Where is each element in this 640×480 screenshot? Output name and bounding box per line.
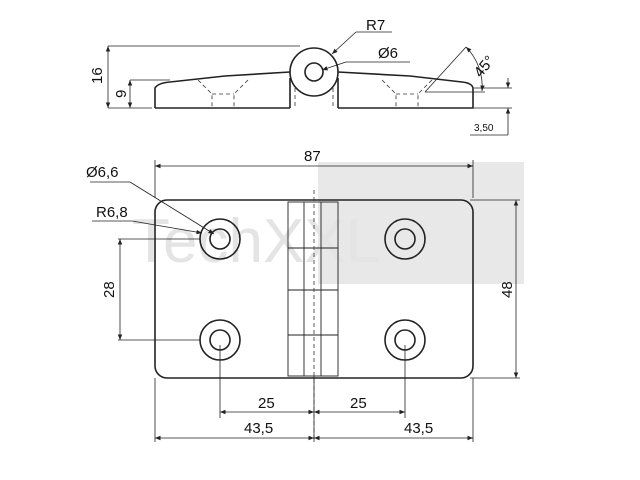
- side-hidden-knuckle: [294, 88, 334, 108]
- hole-top-right: [384, 218, 426, 260]
- side-countersink-left: [197, 79, 249, 108]
- dim-label-pin: Ø6: [378, 45, 398, 62]
- dim-label-87: 87: [304, 148, 321, 165]
- leader-cb: [131, 220, 203, 235]
- dim-label-25-right: 25: [350, 395, 367, 412]
- dim-label-cb: R6,8: [96, 204, 128, 221]
- knuckle-band: [287, 201, 339, 377]
- angle-leg: [424, 46, 467, 93]
- watermark-text: TechXXL: [132, 207, 380, 276]
- side-knuckle: [289, 47, 339, 97]
- side-pin-hole: [304, 62, 324, 82]
- dim-label-16: 16: [89, 67, 106, 84]
- top-view: 87 Ø6,6 R6,8 28 48 25 25 43,5 43,5: [86, 148, 520, 442]
- dim-label-3-5: 3,50: [474, 123, 494, 134]
- side-view: 16 9 R7 Ø6 45° 3,50: [89, 17, 512, 136]
- leader-r7: [331, 31, 357, 55]
- dim-label-43-left: 43,5: [244, 420, 273, 437]
- watermark-box: [318, 162, 524, 284]
- dim-label-r7: R7: [366, 17, 385, 34]
- dim-label-angle: 45°: [471, 52, 499, 80]
- watermark: TechXXL: [132, 162, 524, 284]
- dim-label-hole: Ø6,6: [86, 164, 119, 181]
- leader-pin: [321, 61, 347, 71]
- angle-arc: [465, 46, 485, 92]
- dim-label-28: 28: [101, 281, 118, 298]
- dim-label-43-right: 43,5: [404, 420, 433, 437]
- dim-label-25-left: 25: [258, 395, 275, 412]
- dim-label-48: 48: [499, 281, 516, 298]
- side-countersink-right: [381, 79, 433, 108]
- leader-hole: [129, 181, 215, 235]
- dim-label-9: 9: [113, 90, 130, 98]
- side-leaf-outline: [154, 71, 474, 109]
